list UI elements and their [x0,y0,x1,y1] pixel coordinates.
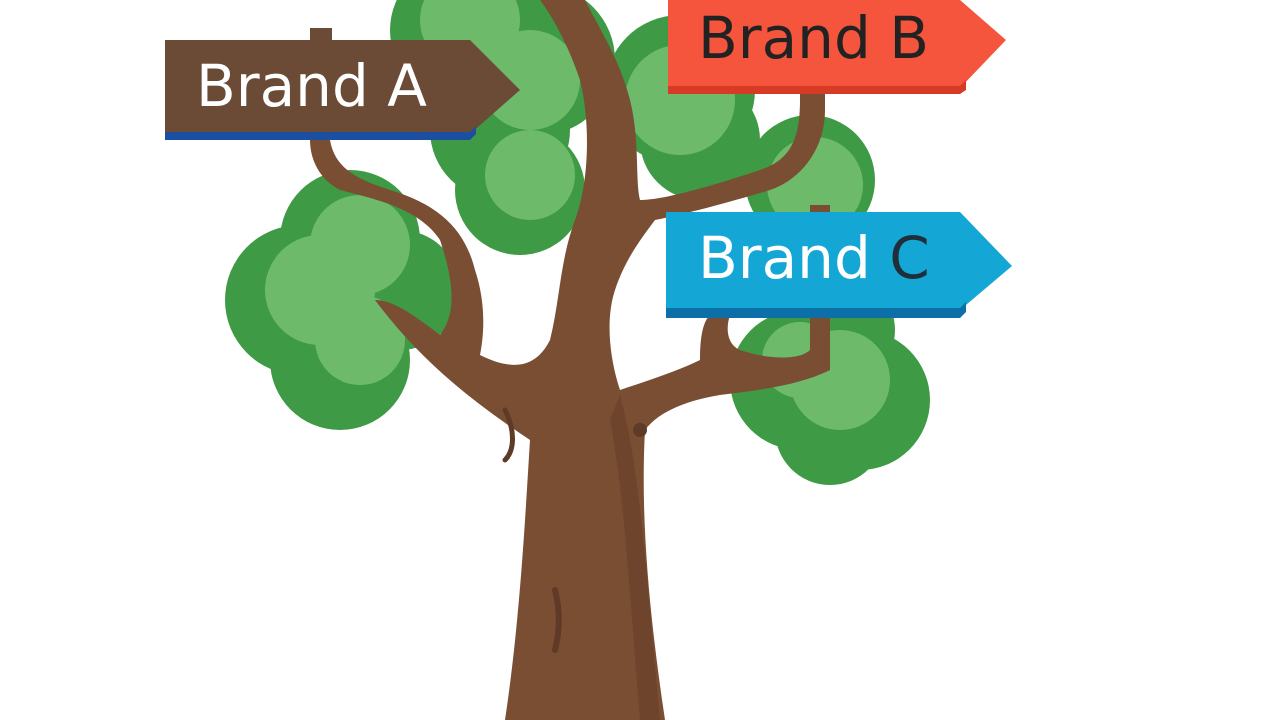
sign-brand-c: Brand C [666,212,1012,318]
sign-a-letter: A [387,52,427,120]
sign-a-label: Brand A [196,52,427,120]
sign-c-word: Brand [698,224,889,292]
foliage-left-cluster [225,170,460,430]
sign-c-edge [666,302,966,318]
sign-a-board [165,40,520,134]
sign-a-word: Brand [196,52,387,120]
sign-c-label: Brand C [698,224,930,292]
sign-c-letter: C [889,224,930,292]
sign-b-word: Brand [698,4,889,72]
sign-b-board [668,0,1006,88]
sign-brand-a: Brand A [165,28,520,140]
sign-a-edge [165,126,476,140]
tree-trunk [310,0,830,720]
sign-c-board [666,212,1012,310]
sign-b-letter: B [889,4,929,72]
sign-b-label: Brand B [698,4,929,72]
sign-brand-b: Brand B [668,0,1006,94]
sign-b-edge [668,80,966,94]
